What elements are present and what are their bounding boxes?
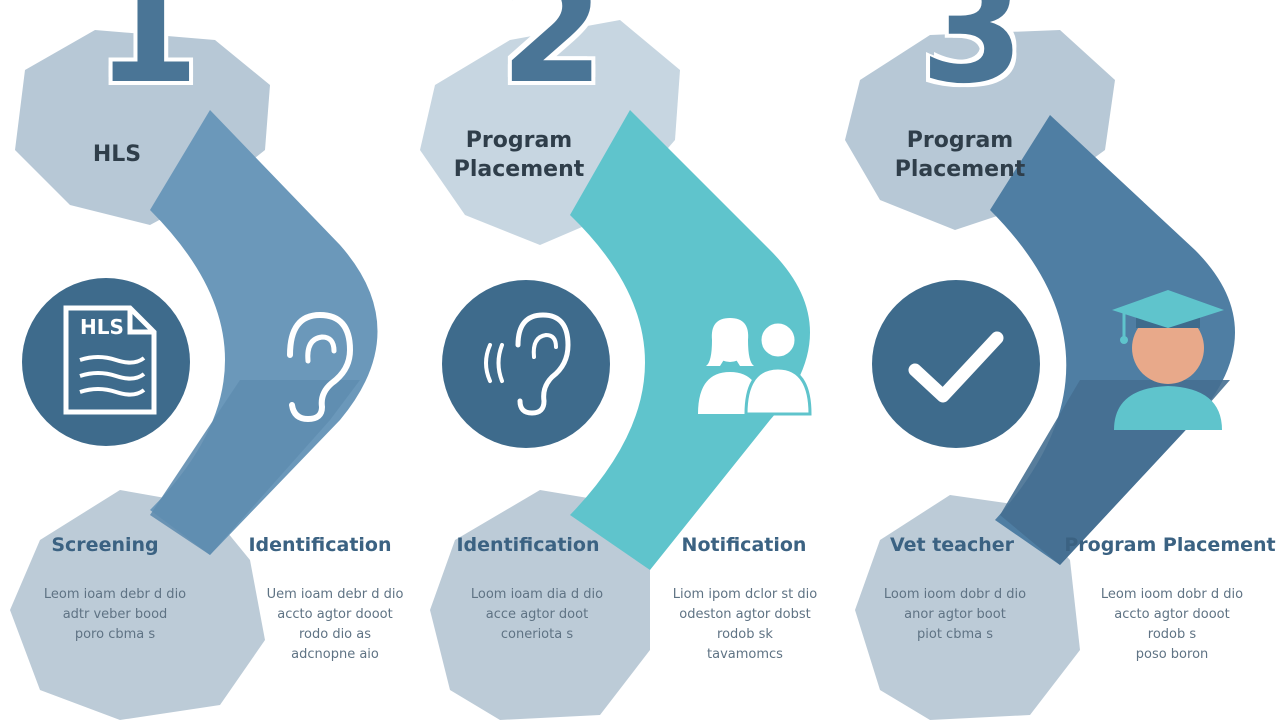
document-icon	[63, 305, 157, 415]
step-1-description-left: Leom ioam debr d dio adtr veber bood por…	[43, 587, 187, 642]
step-2-description-left: Loom ioam dia d dio acce agtor doot cone…	[470, 587, 604, 642]
ear-outline-icon	[287, 311, 354, 423]
checkmark-icon	[908, 331, 1004, 403]
step-1-subtitle-right: Identification	[248, 534, 392, 556]
step-3-bottom-blob	[855, 495, 1080, 720]
step-3-subtitle-left: Vet teacher	[889, 534, 1015, 556]
step-2-heading: Program Placement	[453, 128, 585, 182]
step-3-icon-circle	[872, 280, 1040, 448]
step-3-description-right: Leom ioom dobr d dio accto agtor dooot r…	[1100, 587, 1244, 662]
graduate-icon	[1112, 290, 1224, 430]
step-2-bottom-blob	[430, 490, 650, 720]
step-2-number: 2	[500, 0, 605, 117]
step-3-subtitle-right: Program Placement	[1064, 534, 1276, 556]
step-1-heading: HLS	[92, 142, 142, 167]
document-icon-label: HLS	[80, 315, 124, 339]
ear-icon	[484, 312, 571, 416]
step-2-description-right: Liom ipom dclor st dio odeston agtor dob…	[672, 587, 818, 662]
step-2-icon-circle	[442, 280, 610, 448]
people-icon	[698, 318, 812, 416]
step-1-description-right: Uem ioam debr d dio accto agtor dooot ro…	[266, 587, 404, 662]
step-1-lower-arm	[150, 380, 360, 555]
step-3-description-left: Loom ioom dobr d dio anor agtor boot pio…	[883, 587, 1027, 642]
step-2-subtitle-left: Identification	[456, 534, 600, 556]
step-3-heading: Program Placement	[894, 128, 1026, 182]
step-3-number: 3	[920, 0, 1025, 117]
step-2-subtitle-right: Notification	[681, 534, 807, 556]
step-1-subtitle-left: Screening	[51, 534, 159, 556]
step-2-chevron	[570, 110, 810, 570]
step-1-number: 1	[95, 0, 200, 117]
